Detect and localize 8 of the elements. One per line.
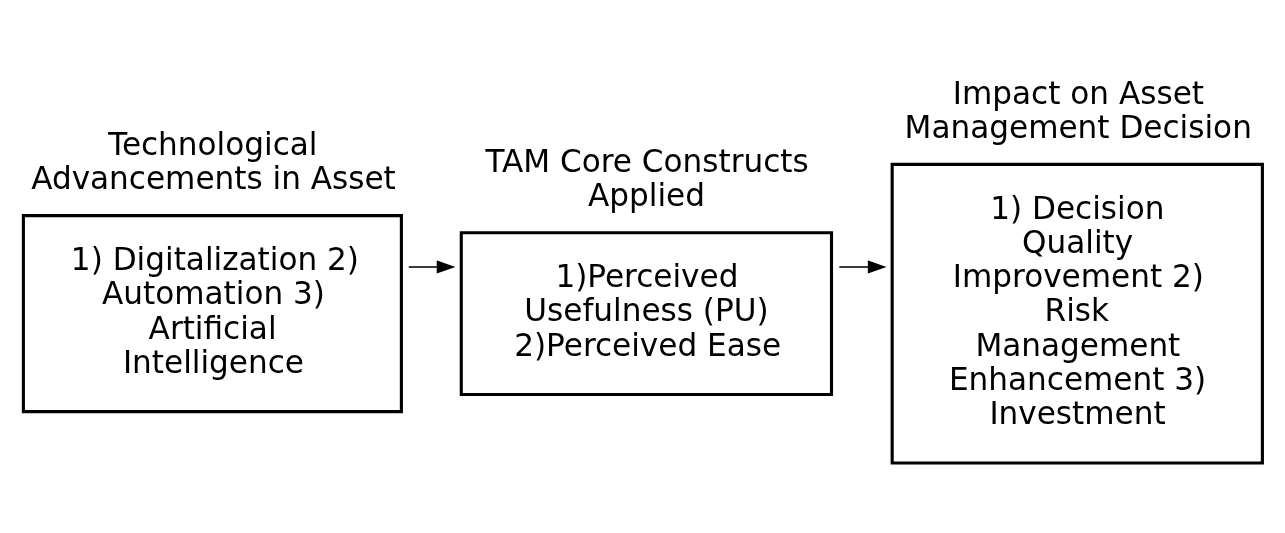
node-box: 1) Digitalization 2) Automation 3) Artificial Intelligence bbox=[21, 213, 403, 413]
node-box: 1) Decision Quality Improvement 2) Risk Management Enhancement 3) Investment bbox=[890, 162, 1264, 465]
arrow bbox=[408, 259, 456, 274]
arrow bbox=[838, 259, 887, 274]
node-label: Impact on Asset Management Decision bbox=[904, 74, 1252, 145]
node-box: 1)Perceived Usefulness (PU) 2)Perceived Ease bbox=[459, 230, 834, 396]
node-label: TAM Core Constructs Applied bbox=[485, 142, 809, 213]
node-label: Technological Advancements in Asset bbox=[31, 125, 396, 196]
